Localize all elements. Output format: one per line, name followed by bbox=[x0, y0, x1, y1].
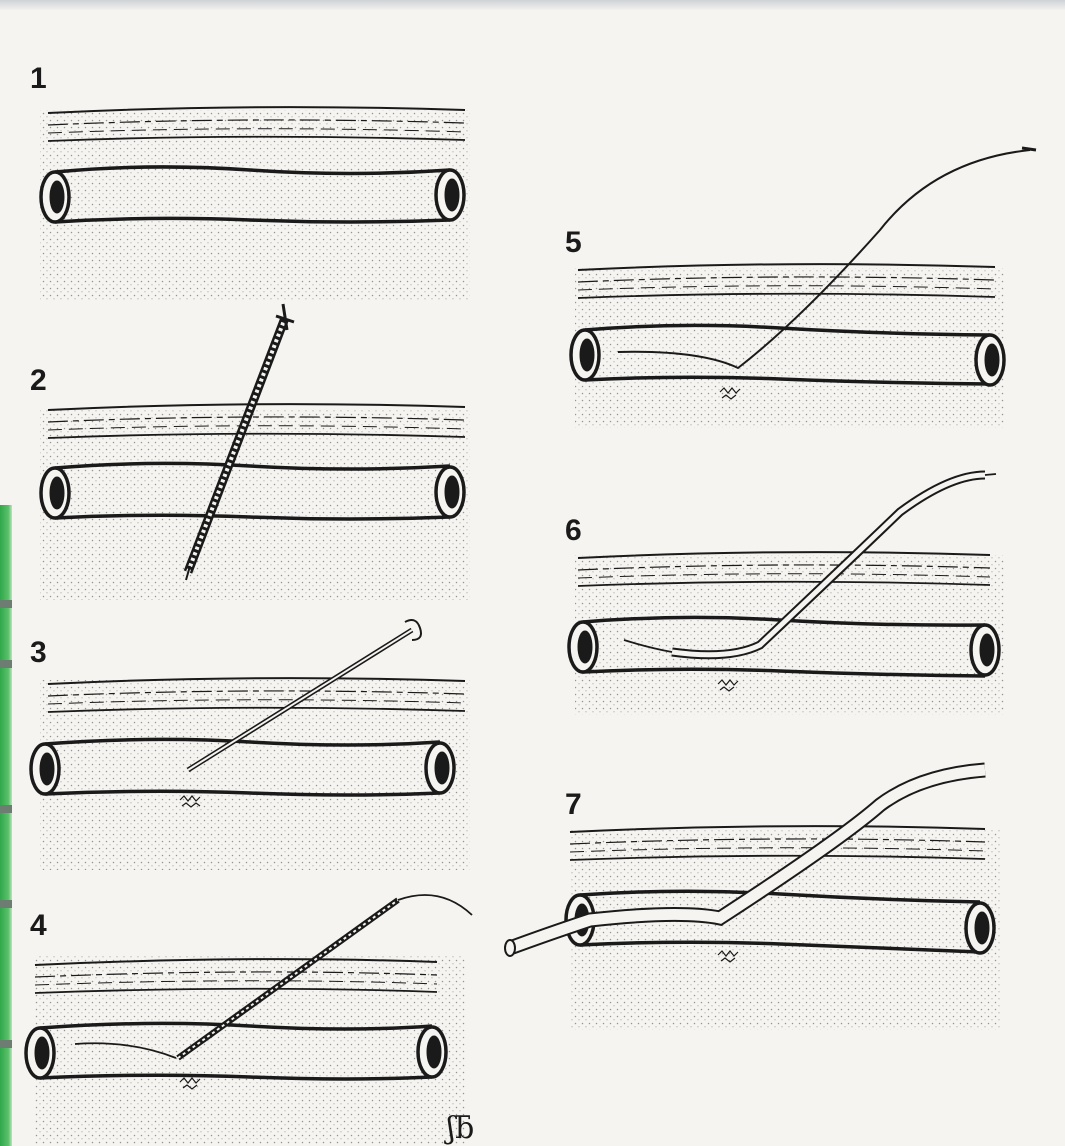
step-label: 3 bbox=[30, 636, 47, 669]
artist-signature: ʃƃ bbox=[444, 1111, 474, 1146]
step-5-panel: 5 bbox=[565, 148, 1036, 428]
step-label: 2 bbox=[30, 364, 47, 397]
step-7-panel: 7 bbox=[505, 770, 1000, 1030]
step-label: 7 bbox=[565, 788, 582, 821]
step-2-panel: 2 bbox=[30, 304, 470, 600]
step-3-panel: 3 bbox=[30, 620, 470, 870]
step-label: 1 bbox=[30, 62, 47, 95]
step-1-panel: 1 bbox=[30, 62, 470, 300]
step-label: 6 bbox=[565, 514, 582, 547]
step-label: 4 bbox=[30, 909, 47, 942]
step-label: 5 bbox=[565, 226, 582, 259]
step-6-panel: 6 bbox=[565, 474, 1005, 715]
step-4-panel: 4 bbox=[26, 895, 472, 1145]
